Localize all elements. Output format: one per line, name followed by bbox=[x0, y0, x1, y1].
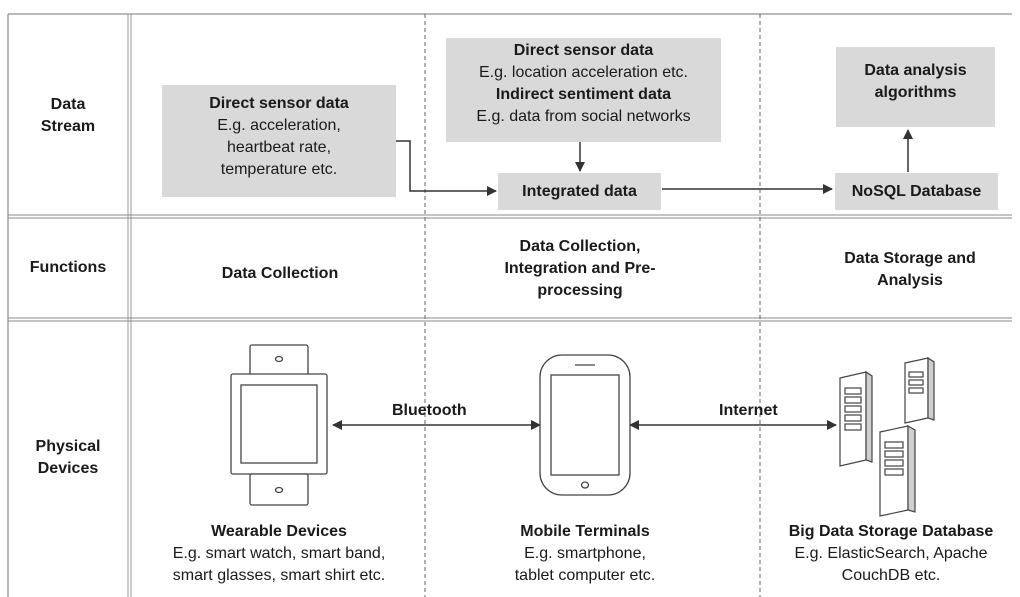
smart-watch-icon bbox=[230, 344, 328, 506]
arrow-left-to-integrated bbox=[396, 140, 497, 196]
server-icon-small bbox=[904, 356, 935, 424]
function-storage-analysis: Data Storage and Analysis bbox=[815, 248, 1005, 292]
row-label-line: Stream bbox=[40, 118, 96, 135]
row-label-functions: Functions bbox=[29, 259, 107, 276]
row-label-data-stream: Data Stream bbox=[10, 94, 126, 138]
box-line: algorithms bbox=[874, 84, 957, 101]
data-analysis-box: Data analysis algorithms bbox=[836, 47, 995, 127]
box-title: Direct sensor data bbox=[513, 42, 654, 59]
device-line: E.g. ElasticSearch, Apache bbox=[794, 545, 988, 562]
device-line: CouchDB etc. bbox=[841, 567, 941, 584]
function-data-collection: Data Collection bbox=[221, 265, 339, 282]
function-line: Data Collection, bbox=[519, 238, 641, 255]
wearable-devices-caption: Wearable Devices E.g. smart watch, smart… bbox=[134, 521, 424, 587]
integrated-data-label: Integrated data bbox=[522, 183, 637, 200]
function-line: Analysis bbox=[877, 272, 943, 289]
box-line: temperature etc. bbox=[220, 161, 338, 178]
device-line: smart glasses, smart shirt etc. bbox=[172, 567, 386, 584]
integrated-data-box: Integrated data bbox=[498, 173, 661, 210]
box-line: Data analysis bbox=[864, 62, 967, 79]
middle-sensor-data-box: Direct sensor data E.g. location acceler… bbox=[446, 38, 721, 142]
direct-sensor-data-box: Direct sensor data E.g. acceleration, he… bbox=[162, 85, 396, 197]
device-line: E.g. smart watch, smart band, bbox=[172, 545, 386, 562]
device-line: E.g. smartphone, bbox=[524, 545, 646, 562]
box-line: E.g. location acceleration etc. bbox=[478, 64, 688, 81]
nosql-database-box: NoSQL Database bbox=[835, 173, 998, 210]
row-label-line: Physical bbox=[35, 438, 101, 455]
device-title: Big Data Storage Database bbox=[788, 523, 994, 540]
box-line: E.g. data from social networks bbox=[476, 108, 691, 125]
function-line: Data Storage and bbox=[844, 250, 976, 267]
row-label-line: Devices bbox=[37, 460, 99, 477]
function-integration: Data Collection, Integration and Pre- pr… bbox=[480, 236, 680, 302]
box-line: E.g. acceleration, bbox=[217, 117, 341, 134]
row-label-physical-devices: Physical Devices bbox=[10, 436, 126, 480]
row-label-line: Data bbox=[50, 96, 86, 113]
box-title: Indirect sentiment data bbox=[495, 86, 672, 103]
big-data-storage-caption: Big Data Storage Database E.g. ElasticSe… bbox=[766, 521, 1016, 587]
smartphone-icon bbox=[539, 354, 631, 496]
function-line: processing bbox=[537, 282, 623, 299]
server-icon-large bbox=[839, 370, 873, 467]
nosql-database-label: NoSQL Database bbox=[851, 183, 982, 200]
function-line: Integration and Pre- bbox=[504, 260, 656, 277]
box-line: heartbeat rate, bbox=[226, 139, 332, 156]
device-line: tablet computer etc. bbox=[514, 567, 656, 584]
bluetooth-label: Bluetooth bbox=[392, 402, 467, 419]
server-icon-front bbox=[879, 424, 916, 517]
device-title: Wearable Devices bbox=[211, 523, 347, 540]
internet-label: Internet bbox=[719, 402, 778, 419]
box-title: Direct sensor data bbox=[209, 95, 349, 112]
device-title: Mobile Terminals bbox=[520, 523, 650, 540]
mobile-terminals-caption: Mobile Terminals E.g. smartphone, tablet… bbox=[470, 521, 700, 587]
